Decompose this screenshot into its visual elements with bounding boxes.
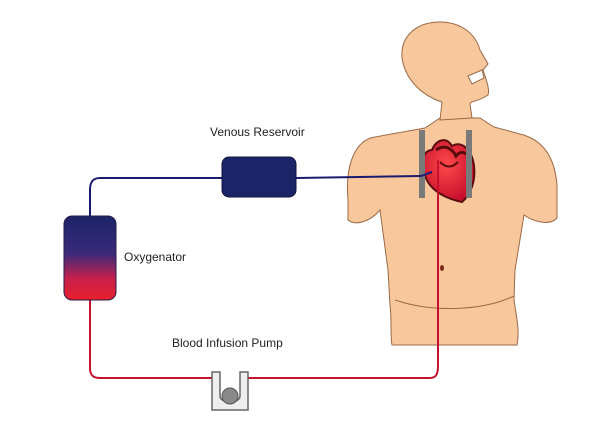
arterial-tube: [89, 160, 439, 379]
clamp-left: [419, 130, 425, 198]
venous-tube: [89, 171, 433, 218]
belly-line: [394, 295, 515, 309]
venous-reservoir: [221, 156, 297, 198]
heart-icon: [421, 139, 476, 204]
patient-body: [346, 21, 558, 346]
head: [401, 21, 489, 121]
blood-infusion-pump: [211, 371, 249, 411]
oxygenator-label: Oxygenator: [124, 250, 187, 264]
torso: [346, 117, 558, 346]
venous-reservoir-label: Venous Reservoir: [210, 125, 305, 139]
pump-rotor: [221, 387, 239, 405]
clamp-right: [466, 130, 472, 198]
mouth: [467, 69, 485, 85]
navel: [440, 265, 444, 271]
pump-label: Blood Infusion Pump: [172, 336, 283, 350]
oxygenator: [63, 215, 117, 301]
